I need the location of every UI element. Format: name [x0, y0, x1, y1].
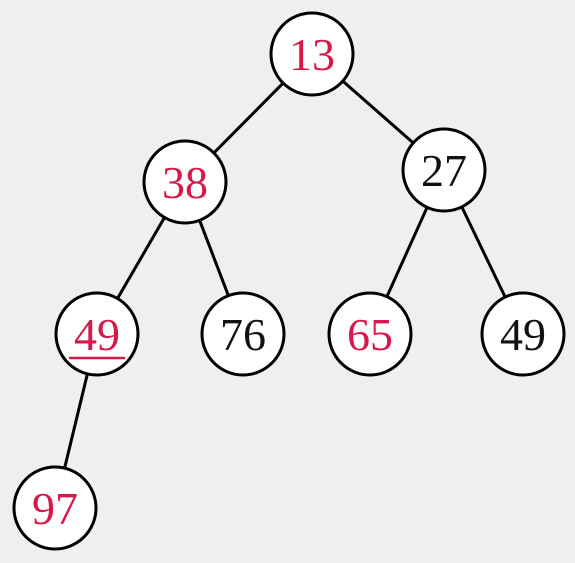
tree-node-label: 76 [220, 309, 266, 360]
tree-edge-n38-n76 [198, 218, 230, 298]
tree-edges [63, 79, 507, 470]
tree-node-n13: 13 [269, 11, 355, 97]
tree-edge-n38-n49a [116, 216, 166, 300]
tree-node-n38: 38 [142, 139, 228, 225]
tree-node-circle [12, 465, 98, 551]
tree-node-circle [200, 291, 286, 377]
tree-node-label: 27 [421, 145, 467, 196]
tree-node-label: 97 [32, 483, 78, 534]
tree-edge-n13-n27 [341, 79, 415, 145]
tree-node-circle [142, 139, 228, 225]
tree-node-circle [327, 291, 413, 377]
tree-edge-n13-n38 [212, 81, 285, 155]
tree-node-circle [480, 291, 566, 377]
tree-node-label: 49 [500, 309, 546, 360]
tree-node-label: 13 [289, 29, 335, 80]
tree-node-n76: 76 [200, 291, 286, 377]
tree-node-circle [54, 291, 140, 377]
tree-node-circle [401, 127, 487, 213]
tree-node-n65: 65 [327, 291, 413, 377]
tree-edge-n27-n49b [460, 205, 507, 299]
tree-nodes: 13 38 27 49 76 65 49 97 [12, 11, 566, 551]
tree-edge-n27-n65 [385, 205, 429, 299]
tree-node-label: 38 [162, 157, 208, 208]
tree-edge-n49a-n97 [63, 372, 89, 470]
tree-node-n27: 27 [401, 127, 487, 213]
tree-node-n49b: 49 [480, 291, 566, 377]
tree-node-n97: 97 [12, 465, 98, 551]
tree-node-circle [269, 11, 355, 97]
tree-node-label: 65 [347, 309, 393, 360]
tree-node-label: 49 [74, 309, 120, 360]
tree-node-n49a: 49 [54, 291, 140, 377]
